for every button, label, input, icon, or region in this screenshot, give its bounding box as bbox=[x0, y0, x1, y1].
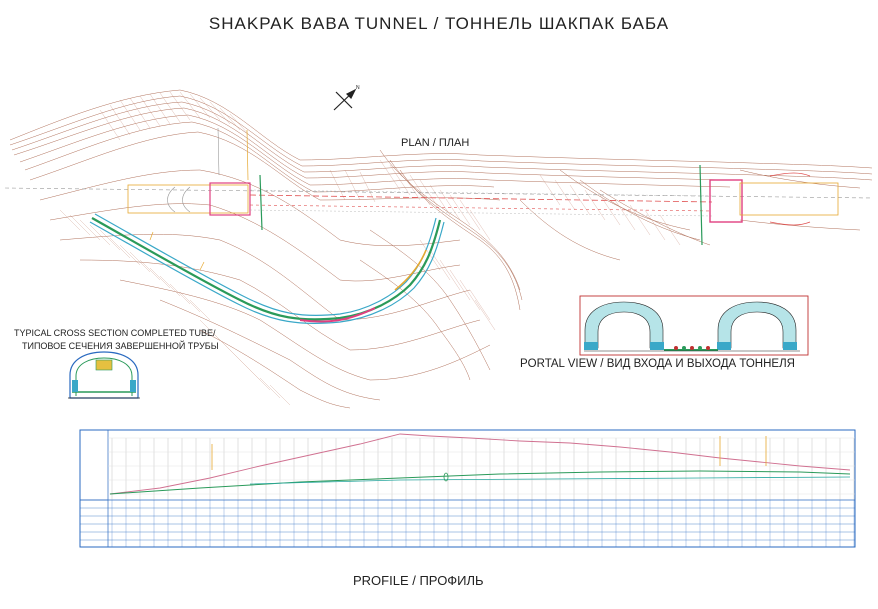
cross-section-drawing bbox=[68, 351, 140, 399]
profile-drawing bbox=[79, 429, 856, 548]
east-portal-box bbox=[709, 179, 743, 223]
north-arrow-icon: N bbox=[333, 85, 360, 111]
west-portal-structure bbox=[127, 184, 249, 214]
tunnel-axis-line bbox=[249, 194, 713, 203]
bypass-road bbox=[89, 213, 445, 324]
tunnel-grade-line bbox=[109, 470, 851, 495]
portal-view-drawing bbox=[579, 295, 809, 356]
plan-label: PLAN / ПЛАН bbox=[401, 137, 470, 149]
ground-profile-line bbox=[109, 433, 851, 495]
portal-arch-right bbox=[717, 301, 797, 349]
portal-view-label: PORTAL VIEW / ВИД ВХОДА И ВЫХОДА ТОННЕЛЯ bbox=[520, 358, 795, 370]
profile-label: PROFILE / ПРОФИЛЬ bbox=[353, 573, 484, 588]
svg-text:N: N bbox=[356, 85, 360, 91]
cross-section-label-line1: TYPICAL CROSS SECTION COMPLETED TUBE/ bbox=[14, 328, 216, 338]
tunnel-plan bbox=[127, 127, 839, 246]
reference-axis bbox=[4, 187, 873, 199]
west-portal-box bbox=[209, 182, 251, 216]
portal-arch-left bbox=[584, 301, 664, 349]
east-portal-structure bbox=[739, 182, 839, 216]
page-title: SHAKPAK BABA TUNNEL / ТОННЕЛЬ ШАКПАК БАБ… bbox=[208, 14, 670, 33]
portal-view-frame bbox=[579, 295, 809, 356]
terrain-contours bbox=[9, 89, 873, 409]
cross-section-label-line2: ТИПОВОЕ СЕЧЕНИЯ ЗАВЕРШЕННОЙ ТРУБЫ bbox=[22, 341, 219, 351]
